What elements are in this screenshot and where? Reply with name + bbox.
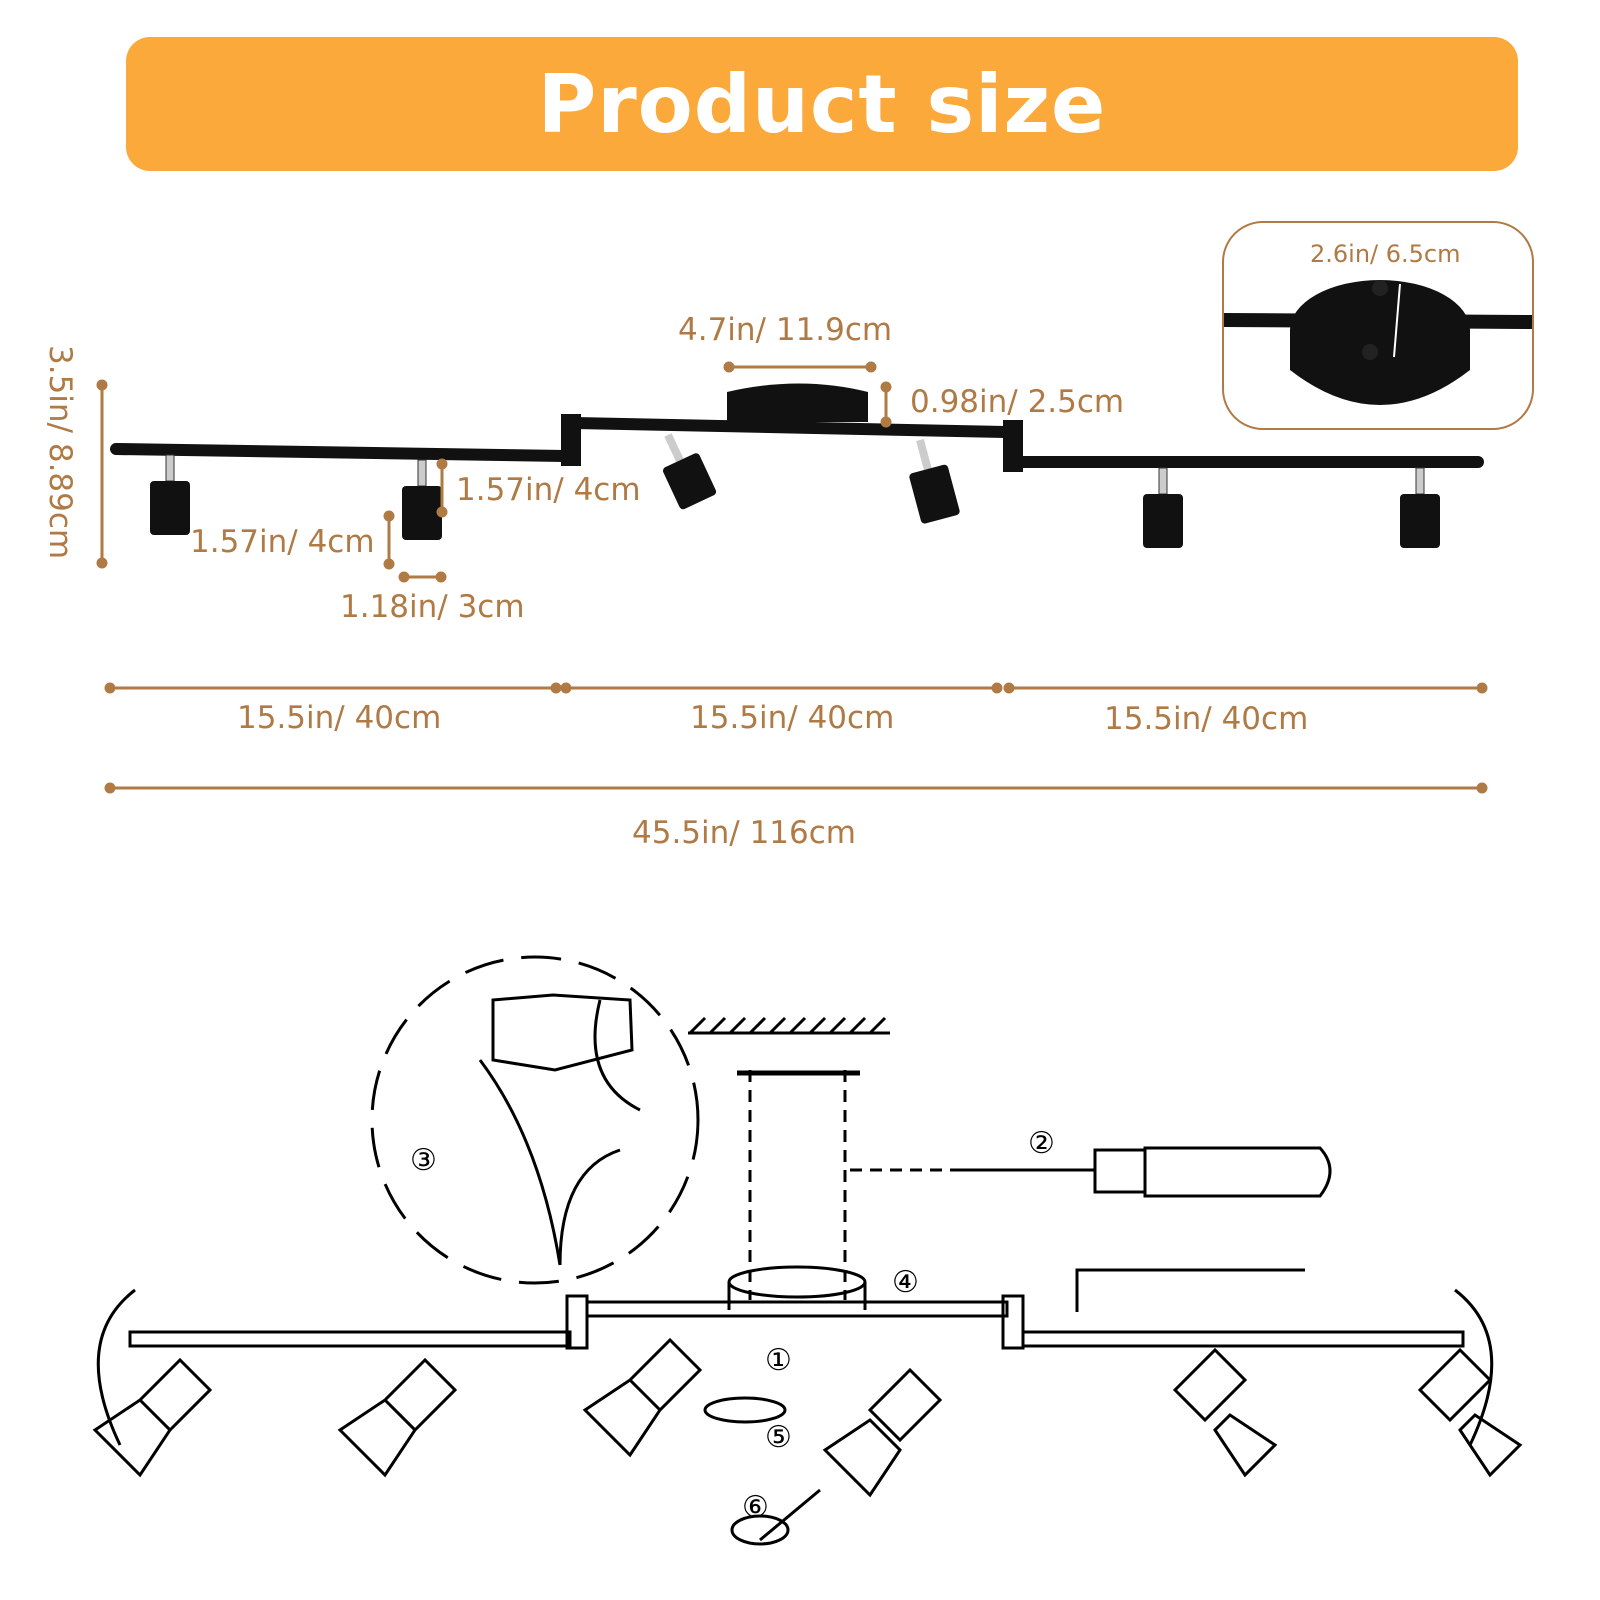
wiring-detail-circle — [370, 955, 700, 1285]
dimension-lines — [96, 361, 1488, 794]
track-light-fixture — [110, 383, 1484, 549]
segment-1-label: 15.5in/ 40cm — [237, 700, 441, 736]
canopy-inset: 2.6in/ 6.5cm — [1222, 221, 1534, 430]
mount-spacing-label: 2.6in/ 6.5cm — [1310, 240, 1461, 268]
step-6-label: ⑥ — [742, 1490, 769, 1525]
step-5-label: ⑤ — [765, 1420, 792, 1455]
canopy — [727, 383, 868, 422]
step-4-label: ④ — [892, 1265, 919, 1300]
head-height-label: 1.57in/ 4cm — [190, 524, 375, 560]
canopy-width-label: 4.7in/ 11.9cm — [678, 312, 892, 348]
total-length-label: 45.5in/ 116cm — [632, 815, 856, 851]
height-total-label: 3.5in/ 8.89cm — [42, 345, 78, 559]
step-3-label: ③ — [410, 1143, 437, 1178]
head-width-label: 1.18in/ 3cm — [340, 589, 525, 625]
canopy-height-label: 0.98in/ 2.5cm — [910, 384, 1124, 420]
page-title: Product size — [537, 57, 1107, 151]
spot-heads — [92, 1337, 1523, 1498]
step-2-label: ② — [1028, 1126, 1055, 1161]
segment-2-label: 15.5in/ 40cm — [690, 700, 894, 736]
step-1-label: ① — [765, 1343, 792, 1378]
arm-height-label: 1.57in/ 4cm — [456, 472, 641, 508]
title-banner: Product size — [126, 37, 1518, 171]
installation-drawing — [92, 955, 1523, 1546]
segment-3-label: 15.5in/ 40cm — [1104, 701, 1308, 737]
